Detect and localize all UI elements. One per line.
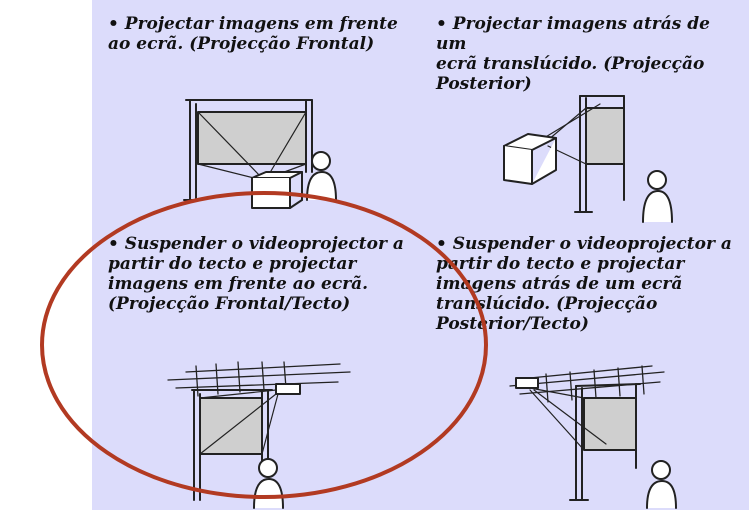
viewer-icon [642,170,673,223]
caption-front-ceiling-projection: • Suspender o videoprojector a partir do… [108,234,404,314]
projection-screen-icon [183,99,313,201]
viewer-icon [646,460,677,509]
caption-rear-projection: • Projectar imagens atrás de um ecrã tra… [436,14,710,94]
front-ceiling-illustration [167,361,351,509]
projection-screen-icon [574,95,625,213]
rear-projection-illustration [503,95,673,223]
rear-ceiling-illustration [509,365,677,509]
projection-beam [199,389,279,455]
projector-icon [503,133,557,185]
projection-screen-icon [569,383,641,501]
front-projection-illustration [183,99,337,209]
ceiling-grid-icon [167,361,351,397]
caption-front-projection: • Projectar imagens em frente ao ecrã. (… [108,14,398,54]
ceiling-projector-icon [275,383,301,395]
ceiling-projector-icon [515,377,539,389]
projection-screen-icon [191,389,273,501]
viewer-icon [253,458,284,509]
highlight-ellipse [40,191,488,499]
viewer-icon [306,151,337,201]
projection-beam [529,387,607,451]
projector-icon [251,171,303,209]
caption-rear-ceiling-projection: • Suspender o videoprojector a partir do… [436,234,732,334]
